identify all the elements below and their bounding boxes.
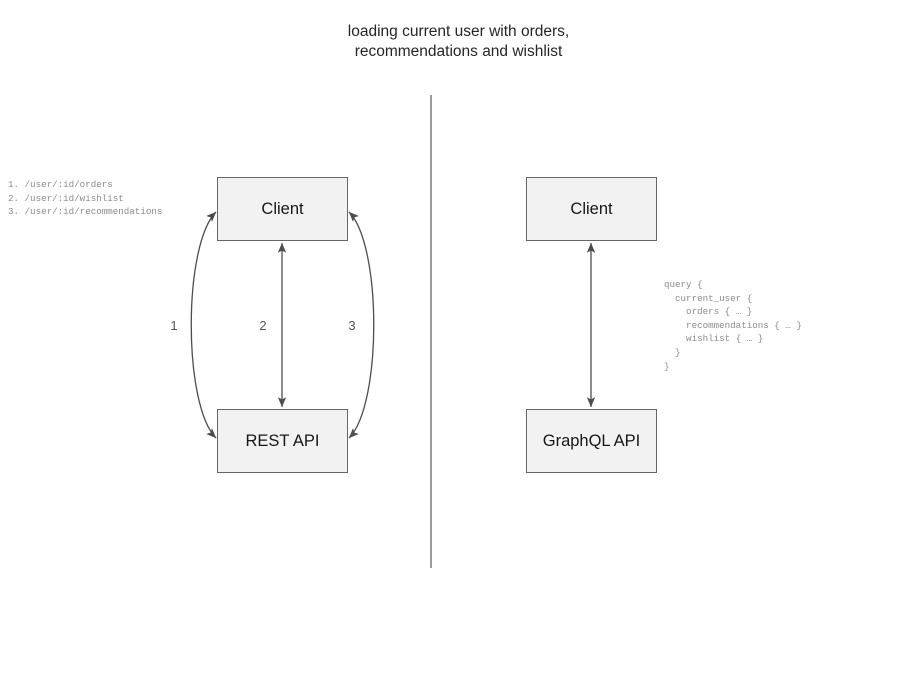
node-client-graphql[interactable]: Client <box>526 177 657 241</box>
node-client-rest[interactable]: Client <box>217 177 348 241</box>
edge-label-2: 2 <box>259 318 267 333</box>
page-title: loading current user with orders, recomm… <box>347 23 570 60</box>
graphql-query-note: query { current_user { orders { … } reco… <box>664 279 802 372</box>
rest-endpoints-note: 1. /user/:id/orders 2. /user/:id/wishlis… <box>8 179 163 218</box>
edge-label-1: 1 <box>170 318 178 333</box>
edge-rest-1 <box>190 211 217 439</box>
edge-rest-3 <box>348 211 375 439</box>
node-rest-api[interactable]: REST API <box>217 409 348 473</box>
edge-label-3: 3 <box>348 318 356 333</box>
node-graphql-api[interactable]: GraphQL API <box>526 409 657 473</box>
